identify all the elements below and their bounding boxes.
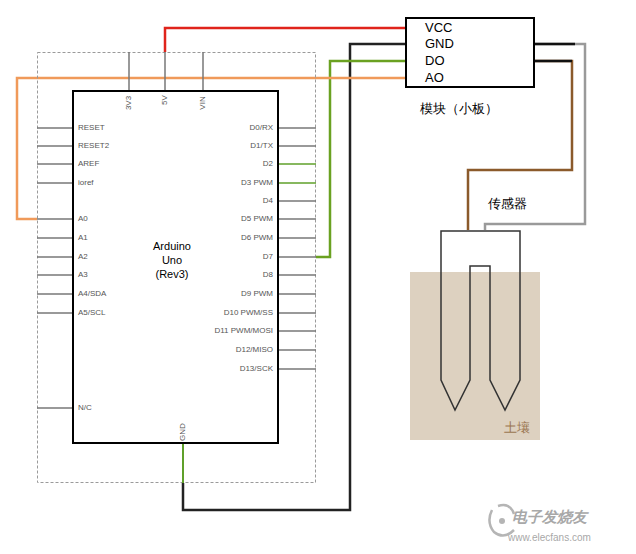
pin-stub	[278, 237, 316, 239]
pin-stub	[37, 127, 73, 129]
vcc-wire	[165, 28, 405, 52]
do-wire	[316, 61, 405, 257]
pin-stub	[37, 237, 73, 239]
watermark: www.elecfans.com	[508, 532, 591, 544]
pin-label: D6 PWM	[241, 233, 273, 243]
pin-stub	[37, 218, 73, 220]
soil-probe: 传感器	[440, 230, 522, 412]
pin-stub	[278, 293, 316, 295]
sensor-module: VCCGNDDOAO模块（小板）	[405, 17, 535, 88]
pin-label: A0	[78, 214, 88, 224]
pin-stub	[37, 312, 73, 314]
pin-label: D10 PWM/SS	[224, 308, 273, 318]
pin-stub	[278, 312, 316, 314]
pin-stub	[278, 127, 316, 129]
pin-label: D0/RX	[249, 123, 273, 133]
pin-name: AO	[425, 71, 444, 85]
pin-label: D9 PWM	[241, 289, 273, 299]
sensor-label: 传感器	[488, 196, 527, 212]
module-label: 模块（小板）	[420, 101, 498, 117]
board-outline	[37, 52, 316, 483]
pin-label: D1/TX	[250, 141, 273, 151]
watermark-logo	[489, 505, 514, 536]
pin-stub	[128, 52, 130, 91]
pin-label: D2	[263, 159, 273, 169]
pin-stub	[278, 256, 316, 258]
board-body	[73, 91, 278, 443]
pin-stub	[278, 330, 316, 332]
pin-name: VCC	[425, 21, 452, 35]
board-title: Arduino Uno (Rev3)	[149, 239, 195, 281]
pin-label: D13/SCK	[240, 364, 273, 374]
watermark: 电子发烧友	[512, 508, 587, 526]
do-wire	[316, 61, 405, 257]
pin-label: A4/SDA	[78, 289, 106, 299]
pin-stub	[278, 368, 316, 370]
pin-label: A5/SCL	[78, 308, 106, 318]
pin-stub	[37, 274, 73, 276]
pin-stub	[37, 163, 73, 165]
pin-label: N/C	[78, 403, 92, 413]
soil-label: 土壤	[504, 420, 530, 436]
pin-stub	[278, 274, 316, 276]
pin-stub	[278, 182, 316, 184]
pin-label: VIN	[198, 96, 208, 109]
pin-stub	[278, 200, 316, 202]
pin-label: 5V	[160, 95, 170, 105]
pin-stub	[37, 182, 73, 184]
vcc-wire	[165, 28, 405, 52]
pin-stub	[37, 293, 73, 295]
pin-label: GND	[178, 423, 188, 441]
pin-label: D4	[263, 196, 273, 206]
module-pin-stub	[535, 43, 575, 46]
pin-label: D8	[263, 270, 273, 280]
pin-stub	[278, 218, 316, 220]
pin-label: D7	[263, 252, 273, 262]
pin-stub	[164, 52, 166, 91]
pin-stub	[37, 407, 73, 409]
pin-stub	[278, 163, 316, 165]
pin-stub	[278, 145, 316, 147]
pin-label: 3V3	[124, 96, 134, 110]
pin-stub	[37, 145, 73, 147]
pin-label: A1	[78, 233, 88, 243]
pin-label: ioref	[78, 178, 94, 188]
arduino-board: Arduino Uno (Rev3)	[37, 52, 316, 483]
pin-label: AREF	[78, 159, 99, 169]
probe-outline	[440, 230, 522, 412]
pin-label: D11 PWM/MOSI	[214, 326, 273, 336]
pin-label: A2	[78, 252, 88, 262]
pin-label: RESET2	[78, 141, 109, 151]
pin-name: GND	[425, 37, 454, 51]
pin-stub	[37, 256, 73, 258]
pin-label: D5 PWM	[241, 214, 273, 224]
pin-stub	[202, 52, 204, 91]
pin-label: D3 PWM	[241, 178, 273, 188]
pin-stub	[182, 443, 184, 483]
board-dashed-outline	[38, 53, 316, 483]
pin-label: A3	[78, 270, 88, 280]
pin-label: RESET	[78, 123, 105, 133]
pin-label: D12/MISO	[236, 345, 273, 355]
pin-name: DO	[425, 54, 445, 68]
pin-stub	[278, 349, 316, 351]
module-pin-stub	[535, 60, 572, 63]
